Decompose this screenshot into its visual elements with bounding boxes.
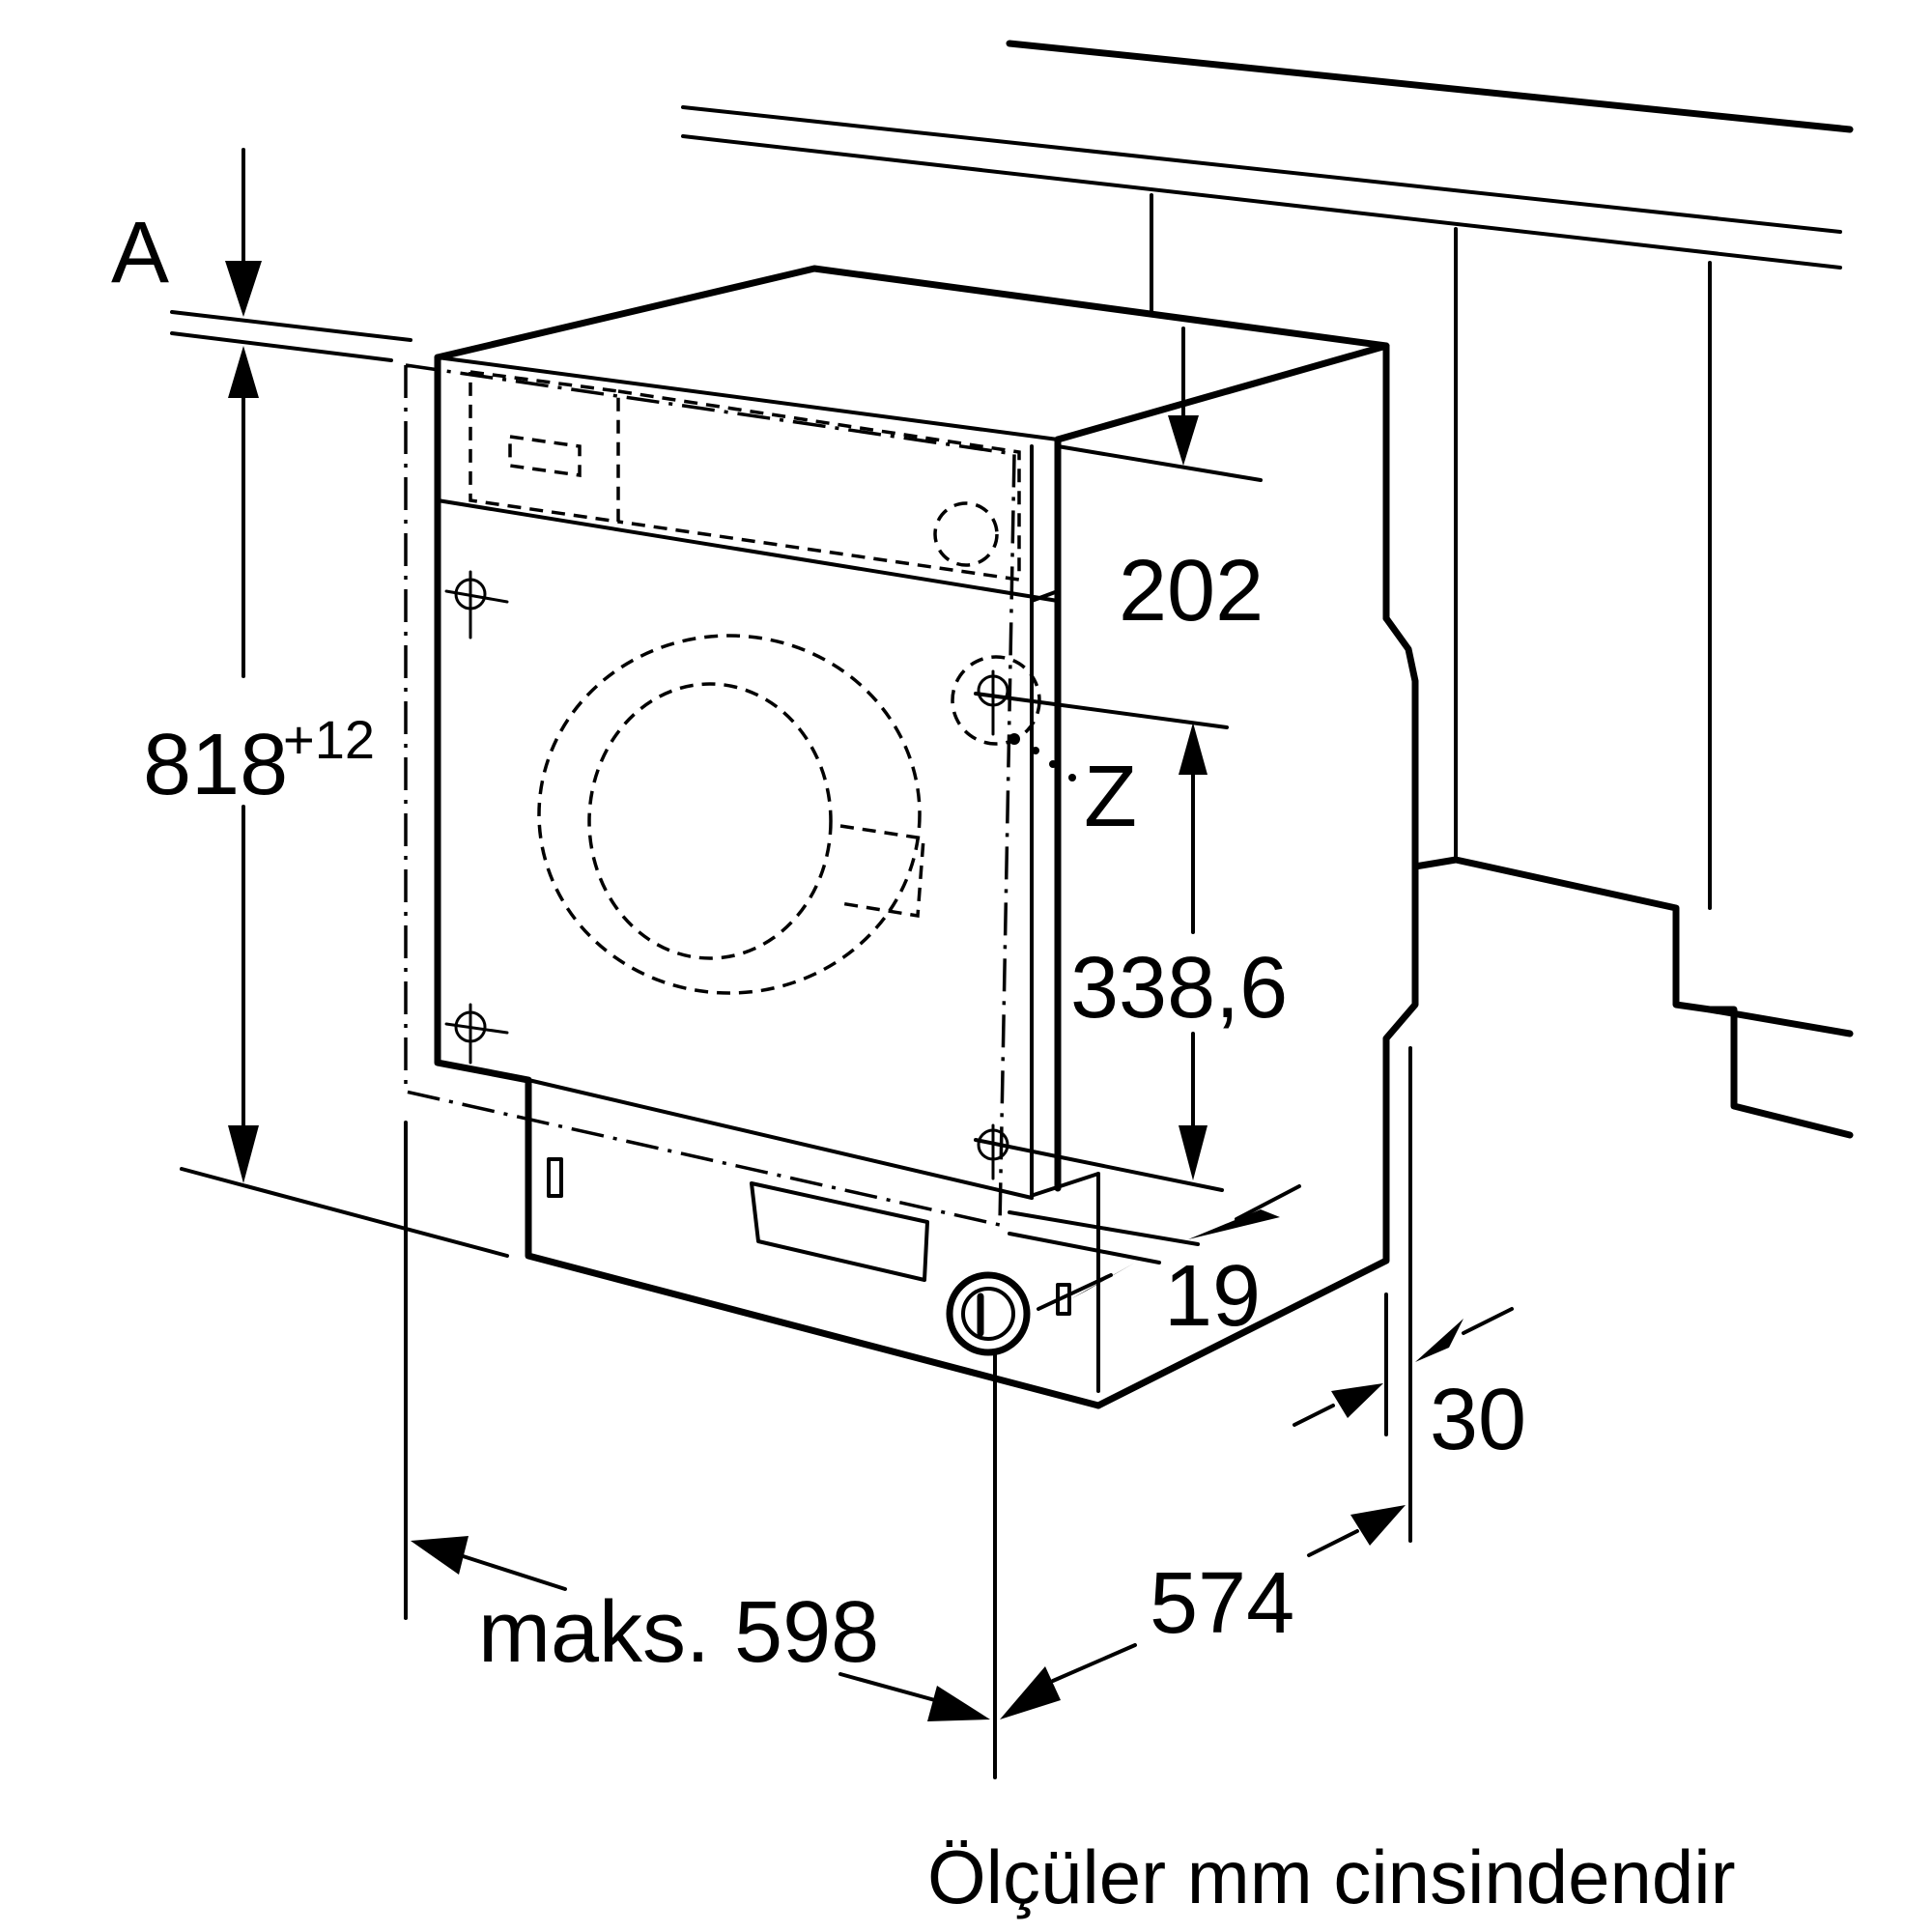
mount-point-bottom-left (444, 1003, 509, 1065)
panel-corner (1030, 589, 1060, 603)
mount-point-bottom-right (977, 1123, 1009, 1180)
door-bottom-edge (526, 1078, 1034, 1200)
label-202: 202 (1119, 543, 1264, 639)
drawer-handle-outline (508, 435, 582, 478)
dim-width-leader-right (838, 1672, 944, 1704)
dim-19-leader (1235, 1184, 1301, 1221)
door-outer-outline (537, 634, 922, 995)
dim-z-base-line (974, 1138, 1224, 1192)
door-inner-outline (587, 682, 833, 960)
dimension-lines (170, 148, 1514, 1779)
dim-depth-leader-left (1051, 1643, 1137, 1683)
dim-depth-arrow-left (1000, 1666, 1061, 1719)
label-a: A (111, 205, 169, 301)
machine-top-outline (434, 265, 1390, 622)
dim-depth-arrow-right (1350, 1505, 1406, 1546)
machine-top-right-edge (1054, 342, 1390, 443)
z-leader-dot-3 (1068, 774, 1076, 781)
label-338-6: 338,6 (1070, 940, 1288, 1037)
control-panel-lower-edge (436, 498, 1060, 603)
service-flap (750, 1181, 929, 1282)
label-19: 19 (1164, 1248, 1261, 1345)
dim-width-arrow-right (927, 1686, 990, 1721)
dim-19-arrow (1188, 1209, 1280, 1239)
dim-30-leader-right (1462, 1307, 1514, 1335)
program-knob-outline (933, 501, 999, 567)
label-574: 574 (1150, 1555, 1294, 1652)
dim-height-base-line (180, 1167, 509, 1258)
worktop-edge (1006, 40, 1854, 133)
dim-height-arrow-up (228, 346, 259, 398)
dimension-labels: A 818 +12 202 Z 338,6 19 30 574 maks. 59… (111, 205, 1736, 1919)
dim-z-arrow-down (1179, 1125, 1208, 1180)
z-leader-dot-1 (1032, 747, 1039, 754)
worktop-line-upper (681, 105, 1842, 234)
dim-a-line-2 (170, 331, 393, 362)
niche-floor-step (1411, 856, 1854, 1037)
dim-height-arrow-down (228, 1125, 259, 1183)
dim-19-leader-2 (1037, 1273, 1113, 1311)
plinth-details (547, 1157, 1071, 1356)
hidden-details (404, 363, 1041, 1228)
plinth-top-edge (1032, 1172, 1100, 1197)
z-marker-dot (1009, 733, 1020, 745)
dim-a-line-1 (170, 310, 412, 342)
label-z: Z (1084, 749, 1137, 845)
niche-outline-dashdot (404, 363, 1016, 1228)
dim-a-arrow-down (225, 261, 262, 317)
niche-plinth (1706, 1006, 1854, 1139)
dim-202-ref-line (1056, 444, 1263, 482)
dim-19-ref-line-1 (1008, 1210, 1200, 1246)
mount-point-top-left (444, 570, 509, 639)
label-height-tolerance: +12 (283, 709, 375, 770)
dim-202-arrow (1168, 415, 1199, 466)
dim-z-arrow-up (1179, 723, 1208, 775)
label-width: maks. 598 (478, 1584, 879, 1681)
washing-machine (434, 265, 1419, 1409)
machine-side-outline (1094, 614, 1419, 1409)
dim-z-ref-line (974, 692, 1229, 729)
label-height: 818 (143, 717, 288, 813)
dim-19-ref-line-2 (1008, 1232, 1161, 1264)
drain-pump-cap (946, 1271, 1031, 1356)
door-handle-outline (839, 824, 925, 919)
plinth-indicator (547, 1157, 563, 1198)
cabinet-niche (681, 40, 1854, 1139)
dim-30-arrow-left (1331, 1383, 1383, 1418)
mount-point-top-right (977, 669, 1009, 736)
worktop-line-lower (681, 134, 1842, 270)
dim-30-leader-left (1293, 1404, 1335, 1427)
dim-width-arrow-left (411, 1536, 469, 1575)
mounting-points (444, 570, 1076, 1180)
dim-width-leader-left (452, 1551, 567, 1591)
z-leader-dot-2 (1049, 760, 1057, 768)
label-30: 30 (1430, 1372, 1526, 1468)
dim-depth-leader-right (1307, 1529, 1359, 1557)
drain-pump-cap-inner (961, 1287, 1015, 1341)
control-panel-outline (617, 389, 1021, 582)
dim-30-arrow-right (1415, 1319, 1463, 1362)
front-top-edge (436, 355, 1060, 441)
units-caption: Ölçüler mm cinsindendir (927, 1834, 1736, 1919)
